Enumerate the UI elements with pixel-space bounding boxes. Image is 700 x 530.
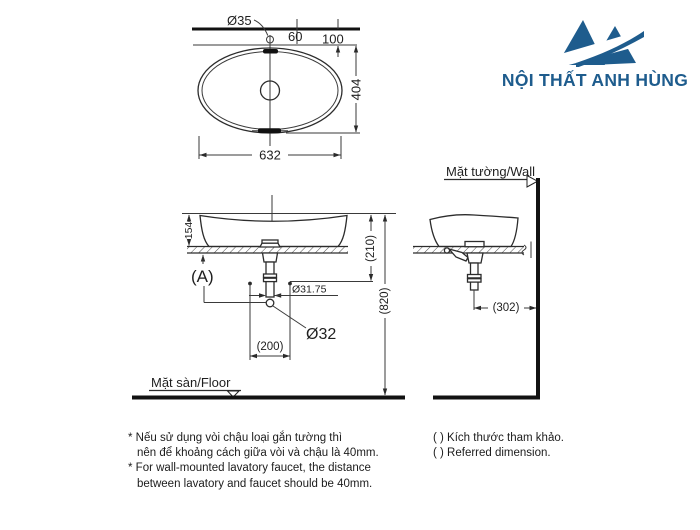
side-view: Mặt tường/Wall [413, 164, 540, 400]
dim-depth: 404 [349, 79, 364, 101]
dim-faucet-hole-dia: Ø35 [227, 13, 252, 28]
drain-outlet-point [265, 298, 275, 308]
dim-rim-to-outlet: (210) [365, 235, 377, 262]
note-line: ( ) Kích thước tham khảo. [433, 432, 564, 444]
drain-hole-top [259, 80, 281, 101]
note-line: * For wall-mounted lavatory faucet, the … [128, 462, 371, 475]
note-line: * Nếu sử dụng vòi chậu loại gắn tường th… [128, 432, 343, 444]
note-line: between lavatory and faucet should be 40… [137, 477, 373, 490]
brand-logo [554, 19, 646, 72]
faucet-hole [266, 35, 274, 44]
countertop-side [413, 246, 524, 253]
wall-label: Mặt tường/Wall [446, 164, 535, 179]
popup-lever [443, 247, 469, 262]
dim-rim-to-floor: (820) [379, 287, 391, 314]
dim-outlet-dia: Ø32 [306, 326, 336, 343]
notes-left: * Nếu sử dụng vòi chậu loại gắn tường th… [128, 431, 428, 492]
drain-assembly-front [258, 239, 282, 308]
drain-assembly-side [464, 240, 485, 291]
floor-marker-triangle [226, 390, 241, 398]
countertop-front [187, 246, 348, 253]
dim-basin-height: 154 [183, 222, 195, 240]
notes-right: ( ) Kích thước tham khảo. ( ) Referred d… [433, 431, 653, 461]
basin-outline-front [199, 214, 348, 248]
brand-name: NỘI THẤT ANH HÙNG [501, 70, 689, 90]
floor-label: Mặt sàn/Floor [151, 375, 231, 390]
basin-outline-side [429, 214, 519, 248]
dim-width: 632 [259, 148, 281, 163]
logo-mountain-icon [554, 20, 646, 69]
dim-outlet-box: (200) [257, 341, 284, 353]
overflow-mark-bottom [258, 128, 281, 134]
dim-drain-to-wall: (302) [493, 302, 520, 314]
dim-marker-A: (A) [191, 267, 214, 286]
front-view: 154 (A) Ø31.75 [132, 195, 405, 400]
dim-hole-to-wall: 60 [288, 29, 302, 44]
wall-marker-triangle [526, 174, 539, 188]
dim-rim-to-wall: 100 [322, 32, 344, 47]
note-line: ( ) Referred dimension. [433, 447, 551, 460]
dim-pipe-dia: Ø31.75 [292, 284, 327, 296]
overflow-mark-top [263, 49, 278, 54]
top-view: Ø35 60 100 404 632 [192, 13, 364, 163]
note-line: nên để khoảng cách giữa vòi và chậu là 4… [137, 447, 379, 460]
